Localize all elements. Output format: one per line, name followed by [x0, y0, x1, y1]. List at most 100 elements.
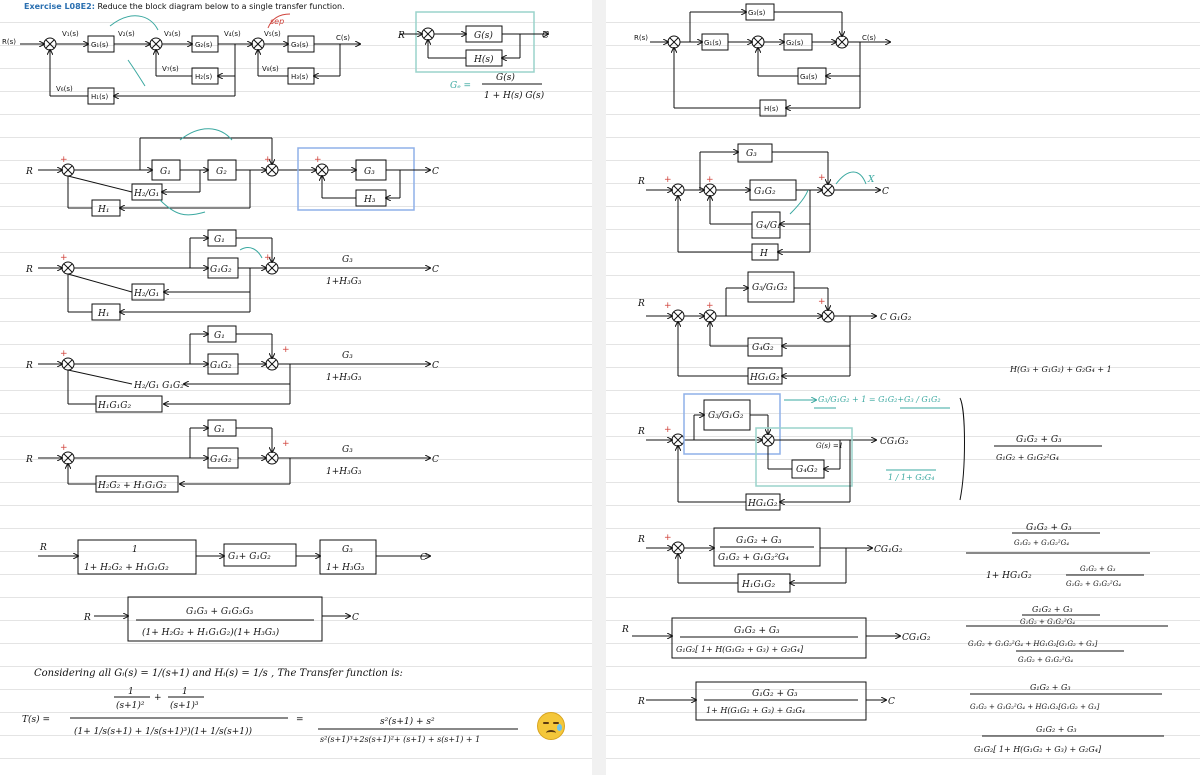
s1-H1-block: H₁ [97, 205, 109, 215]
orig-V6: V₆(s) [56, 85, 73, 93]
r6-num: G₁G₂ + G₃ [752, 689, 798, 699]
s6-C: C [352, 613, 359, 623]
s5-R: R [39, 543, 47, 553]
r4-diagram [646, 527, 872, 593]
s3-H2G1G2-block: H₂/G₁ G₁G₂ [133, 381, 184, 391]
r-orig-G1-block: G₁(s) [704, 39, 722, 47]
tf-lhs: T(s) = [22, 714, 50, 725]
r4-feedback-block: H₁G₁G₂ [741, 580, 775, 590]
side-a: H(G₃ + G₁G₂) + G₂G₄ + 1 [1009, 365, 1112, 374]
side-d-den: G₁G₂ + G₁G₂²G₄ [1066, 580, 1121, 588]
standard-form-box [400, 11, 548, 85]
r4-R: R [637, 535, 645, 545]
orig-V3: V₃(s) [164, 30, 181, 38]
svg-text:+: + [60, 155, 68, 165]
r5-R: R [621, 625, 629, 635]
s3-C: C [432, 361, 439, 371]
s5-G-sum-block: G₁+ G₁G₂ [228, 552, 271, 562]
r1-G4G1-block: G₄/G₁ [756, 221, 781, 231]
s6-den: (1+ H₂G₂ + H₁G₁G₂)(1+ H₃G₃) [142, 627, 280, 638]
s2-R: R [25, 265, 33, 275]
svg-text:+: + [60, 253, 68, 263]
s2-G1G2-block: G₁G₂ [210, 265, 232, 275]
orig-V7: V₇(s) [162, 65, 179, 73]
original-diagram-left [20, 13, 360, 105]
s3-den: 1+H₃G₃ [326, 373, 362, 383]
r1-H-block: H [759, 249, 768, 259]
svg-text:+: + [664, 301, 672, 311]
orig-H3-block: H₃(s) [291, 73, 308, 81]
s2-H1-block: H₁ [97, 309, 109, 319]
std-C: C [542, 31, 549, 41]
step2-diagram [38, 229, 430, 321]
svg-text:+: + [282, 345, 290, 355]
tf-n1: 1 [128, 687, 134, 697]
tf-eq: = [296, 715, 304, 725]
r3-out: CG₁G₂ [880, 437, 909, 447]
s3-G1G2-block: G₁G₂ [210, 361, 232, 371]
side-e-den2: G₁G₂ + G₁G₂²G₄ [1018, 656, 1073, 664]
svg-text:+: + [664, 175, 672, 185]
tf-den: (1+ 1/s(s+1) + 1/s(s+1)³)(1+ 1/s(s+1)) [74, 726, 253, 737]
r3-diagram [646, 393, 950, 511]
svg-text:+: + [818, 297, 826, 307]
std-num: G(s) [496, 72, 515, 83]
svg-text:+: + [60, 443, 68, 453]
right-notebook-page [606, 0, 1200, 775]
orig-V1: V₁(s) [62, 30, 79, 38]
sep-note: sep [270, 17, 284, 26]
orig-H1-block: H₁(s) [91, 93, 108, 101]
s1-G3-block: G₃ [364, 167, 375, 177]
r3-note2: 1 / 1+ G₂G₄ [888, 473, 934, 482]
s2-C: C [432, 265, 439, 275]
r1-C: C [882, 187, 889, 197]
r3-gain: G(s) =1 [816, 442, 843, 450]
r3-note1: G₃/G₁G₂ + 1 = G₁G₂+G₃ / G₁G₂ [818, 395, 941, 404]
r1-R: R [637, 177, 645, 187]
s1-H2G1-block: H₂/G₁ [133, 189, 159, 199]
tf-n2: 1 [182, 687, 188, 697]
r1-G1G2-block: G₁G₂ [754, 187, 776, 197]
s3-H1G1G2-block: H₁G₁G₂ [97, 401, 131, 411]
tf-rnum: s²(s+1) + s² [380, 716, 435, 727]
svg-text:+: + [706, 175, 714, 185]
r3-HG1G2-block: HG₁G₂ [747, 499, 778, 509]
s1-G1-block: G₁ [160, 167, 171, 177]
r1-G3-block: G₃ [746, 149, 757, 159]
s1-H3-block: H₃ [363, 195, 376, 205]
side-e-den: G₁G₂ + G₁G₂²G₄ + HG₁G₂[G₁G₂ + G₃] [968, 640, 1098, 648]
side-c-num: G₁G₂ + G₃ [1026, 523, 1072, 533]
side-c-den: G₁G₂ + G₁G₂²G₄ [1014, 539, 1069, 547]
orig-G2-block: G₂(s) [195, 41, 213, 49]
tf-d1: (s+1)² [116, 700, 145, 711]
std-H-block: H(s) [473, 54, 494, 65]
s4-C: C [432, 455, 439, 465]
s1-R: R [25, 167, 33, 177]
s1-C: C [432, 167, 439, 177]
orig-C: C(s) [336, 34, 350, 42]
side-derivation-lines [959, 397, 1168, 737]
r-orig-C: C(s) [862, 34, 876, 42]
r1-x-mark: X [867, 175, 875, 185]
side-d-num: G₁G₂ + G₃ [1080, 565, 1116, 573]
r2-diagram [646, 271, 876, 385]
original-diagram-right [650, 3, 890, 117]
side-f-num: G₁G₂ + G₃ [1030, 683, 1071, 692]
s4-num: G₃ [342, 445, 353, 455]
s4-G1G2-block: G₁G₂ [210, 455, 232, 465]
tf-plus: + [154, 693, 162, 703]
s2-G1-block: G₁ [214, 235, 225, 245]
tf-d2: (s+1)³ [170, 700, 199, 711]
s5-num1: 1 [132, 545, 138, 555]
s4-R: R [25, 455, 33, 465]
s2-num: G₃ [342, 255, 353, 265]
step1-diagram [38, 128, 430, 217]
orig-G3-block: G₃(s) [291, 41, 309, 49]
s5-num3: G₃ [342, 545, 353, 555]
std-R: R [397, 31, 405, 41]
orig-V4: V₄(s) [224, 30, 241, 38]
s4-G1-block: G₁ [214, 425, 225, 435]
r1-diagram [646, 143, 880, 261]
s5-den3: 1+ H₃G₃ [326, 563, 365, 573]
